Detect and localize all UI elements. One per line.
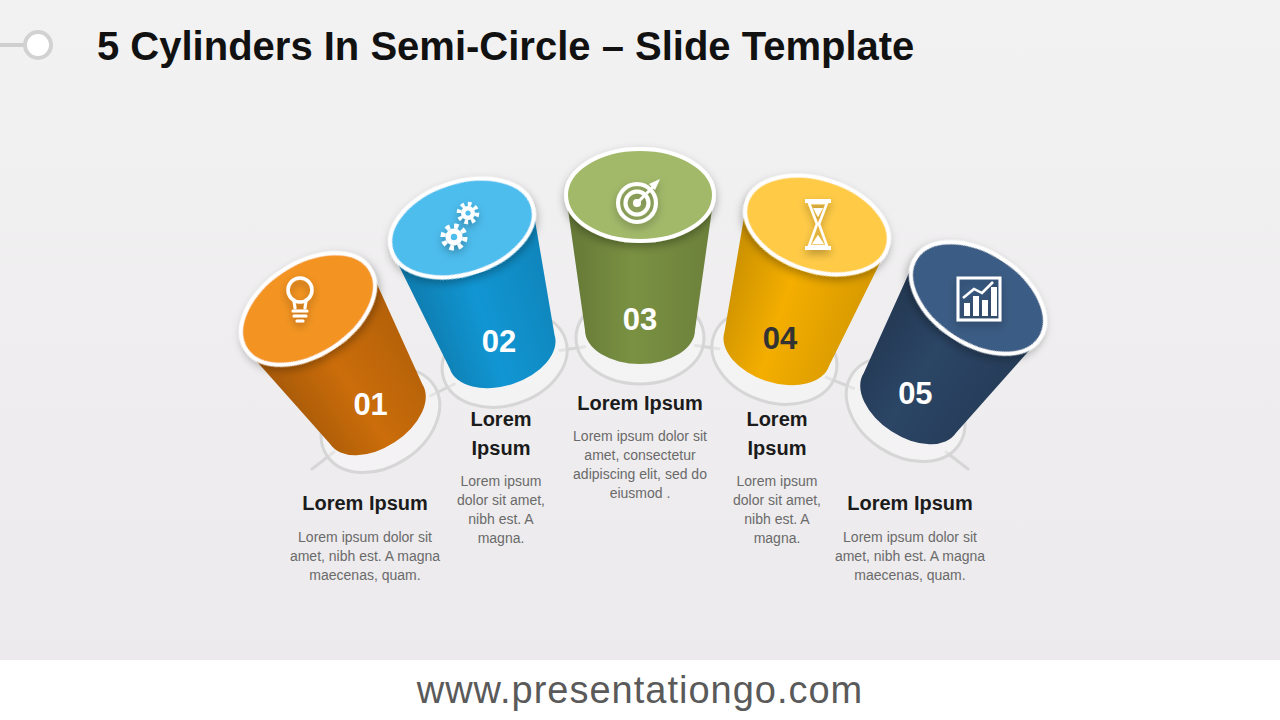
cylinder-top <box>221 230 395 388</box>
hourglass-icon <box>813 208 823 217</box>
slide-title: 5 Cylinders In Semi-Circle – Slide Templ… <box>97 22 914 70</box>
bar-chart-icon <box>991 287 997 316</box>
title-marker <box>25 32 51 58</box>
target-icon <box>649 179 660 190</box>
gears-icon <box>461 206 475 220</box>
hourglass-icon <box>805 199 831 250</box>
step-description: Lorem ipsum dolor sit amet, consectetur … <box>568 427 712 503</box>
step-heading: Lorem Ipsum <box>456 405 546 463</box>
target-icon <box>637 185 655 203</box>
gears-icon <box>443 204 477 248</box>
cylinder-node: 01Lorem IpsumLorem ipsum dolor sit amet,… <box>198 229 418 499</box>
bar-chart-icon <box>964 303 970 316</box>
bar-chart-icon <box>982 300 988 316</box>
cylinder-shape <box>868 218 1088 488</box>
cylinder-shape <box>352 148 572 418</box>
cylinder-top <box>891 219 1065 377</box>
gears-icon <box>459 204 477 222</box>
step-description: Lorem ipsum dolor sit amet, nibh est. A … <box>447 472 555 548</box>
target-icon <box>633 199 641 207</box>
bar-chart-icon <box>973 296 979 316</box>
step-number: 03 <box>590 300 690 340</box>
step-number: 04 <box>730 319 830 359</box>
cylinder-top <box>566 149 714 241</box>
step-number: 02 <box>449 322 549 362</box>
step-number: 05 <box>865 374 965 414</box>
hourglass-icon <box>809 203 827 246</box>
gears-icon <box>446 229 463 246</box>
hourglass-icon <box>805 199 831 203</box>
cylinder-shape <box>198 229 418 499</box>
lightbulb-icon <box>297 320 303 323</box>
cylinder-top <box>377 161 546 294</box>
cylinder-shape <box>377 161 589 425</box>
cylinder-node: 05Lorem IpsumLorem ipsum dolor sit amet,… <box>868 218 1088 488</box>
step-heading: Lorem Ipsum <box>810 491 1010 515</box>
bar-chart-icon <box>958 278 1000 320</box>
step-heading: Lorem Ipsum <box>732 405 822 463</box>
lightbulb-icon <box>294 301 306 308</box>
bar-chart-icon <box>963 282 993 298</box>
lightbulb-icon <box>288 278 312 302</box>
cylinder-top <box>732 158 901 291</box>
cylinder-shape <box>566 149 714 384</box>
title-marker <box>0 43 24 47</box>
lightbulb-icon <box>288 278 312 321</box>
step-heading: Lorem Ipsum <box>540 391 740 415</box>
bar-chart-icon <box>958 278 1000 320</box>
step-description: Lorem ipsum dolor sit amet, nibh est. A … <box>279 528 451 585</box>
hourglass-icon <box>812 235 824 244</box>
lightbulb-icon <box>294 315 306 318</box>
target-icon <box>618 184 656 222</box>
gears-icon <box>443 226 465 248</box>
target-icon <box>626 192 649 215</box>
cylinder-shape <box>818 219 1065 488</box>
watermark: www.presentationgo.com <box>0 666 1280 714</box>
gears-icon <box>451 234 457 240</box>
step-description: Lorem ipsum dolor sit amet, nibh est. A … <box>723 472 831 548</box>
step-description: Lorem ipsum dolor sit amet, nibh est. A … <box>824 528 996 585</box>
title-marker <box>0 32 51 58</box>
hourglass-icon <box>805 246 831 250</box>
gears-icon <box>465 210 470 215</box>
cylinder-node: 02Lorem IpsumLorem ipsum dolor sit amet,… <box>352 148 572 418</box>
step-number: 01 <box>321 385 421 425</box>
lightbulb-icon <box>293 310 307 313</box>
step-heading: Lorem Ipsum <box>265 491 465 515</box>
target-icon <box>618 179 660 222</box>
